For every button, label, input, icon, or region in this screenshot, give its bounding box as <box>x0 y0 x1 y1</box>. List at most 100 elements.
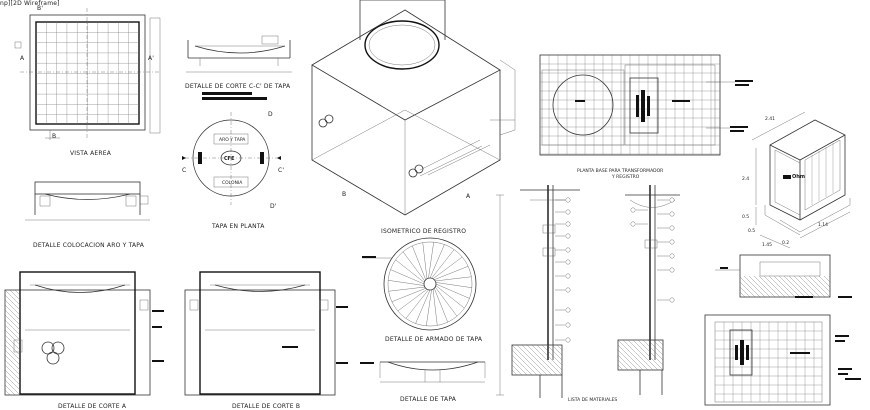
hatch-line <box>511 359 528 376</box>
spoke-line <box>388 280 425 286</box>
hatch-line <box>9 289 21 301</box>
hatch-line <box>4 359 21 376</box>
callout-bubble <box>630 221 636 227</box>
corte-a-view: DETALLE DE CORTE A <box>4 271 164 410</box>
callout-bubble <box>565 337 571 343</box>
mark-d-prime: D' <box>270 203 277 210</box>
hatch-line <box>617 354 634 371</box>
hatch-line <box>758 275 781 298</box>
spoke-line <box>390 269 425 285</box>
tapa-en-planta-view: ARO Y TAPA CFE COLONIA D C C' D' TAPA EN… <box>182 111 284 230</box>
hatch-line <box>511 369 518 376</box>
hatch-line <box>783 275 806 298</box>
callout-bubble <box>565 197 571 203</box>
hatch-line <box>813 275 831 293</box>
hatch-line <box>4 384 16 396</box>
hatch-line <box>4 354 21 371</box>
hatch-line <box>642 339 664 361</box>
isometrico-title: ISOMETRICO DE REGISTRO <box>381 228 466 235</box>
mark-b-prime: B' <box>37 5 43 12</box>
hatch-line <box>622 339 654 371</box>
spoke-line <box>435 286 458 317</box>
spoke-line <box>435 282 472 288</box>
hatch-line <box>4 334 21 351</box>
hatch-line <box>511 349 538 376</box>
callout-bubble <box>565 247 571 253</box>
base-plan-view <box>704 314 861 406</box>
spoke-line <box>405 289 429 319</box>
detalle-tapa-title: DETALLE DE TAPA <box>400 396 457 403</box>
mark-c-prime: C' <box>278 167 284 174</box>
callout-bubble <box>565 307 571 313</box>
hatch-line <box>4 304 21 321</box>
spoke-line <box>391 288 426 302</box>
hatch-line <box>4 369 21 386</box>
hatch-line <box>526 344 558 376</box>
dim-1-45: 1.45 <box>762 242 772 248</box>
hatch-line <box>748 275 771 298</box>
hatch-line <box>739 281 756 298</box>
detalle-corte-cc-view: DETALLE DE CORTE C-C' DE TAPA <box>185 35 292 100</box>
hatch-line <box>511 344 543 376</box>
hatch-line <box>743 275 766 298</box>
spoke-line <box>397 289 428 312</box>
hatch-line <box>4 389 11 396</box>
armado-tapa-view: DETALLE DE ARMADO DE TAPA <box>362 237 483 343</box>
transformer-brand: Ohm <box>792 174 805 180</box>
hatch-line <box>4 319 21 336</box>
dim-0-5b: 0.5 <box>748 228 755 234</box>
spoke-line <box>415 289 431 324</box>
hatch-line <box>14 289 21 296</box>
callout-bubble <box>669 297 675 303</box>
detalle-colocacion-title: DETALLE COLOCACION ARO Y TAPA <box>33 242 145 249</box>
callout-bubble <box>565 209 571 215</box>
corte-b-view: DETALLE DE CORTE B <box>184 271 348 410</box>
spoke-line <box>422 242 428 279</box>
spoke-line <box>388 286 425 292</box>
callout-bubble <box>669 197 675 203</box>
spoke-line <box>432 256 463 279</box>
hatch-line <box>773 275 796 298</box>
hatch-line <box>516 344 548 376</box>
hatch-line <box>4 379 21 396</box>
base-section-view <box>715 254 852 298</box>
corte-a-title: DETALLE DE CORTE A <box>58 403 127 410</box>
callout-bubble <box>565 233 571 239</box>
hatch-line <box>828 275 831 278</box>
callout-bubble <box>669 253 675 259</box>
transformer-iso-view: Ohm 2.41 2.4 0.5 1.45 0.5 1.14 0.2 <box>742 111 851 249</box>
spoke-line <box>435 276 472 282</box>
hatch-line <box>511 364 523 376</box>
pole-details-view: LISTA DE MATERIALES <box>496 185 680 403</box>
hatch-line <box>531 344 563 376</box>
mark-a-prime: A' <box>148 55 154 62</box>
hatch-line <box>632 339 664 371</box>
hatch-line <box>788 275 811 298</box>
vista-aerea-title: VISTA AEREA <box>70 150 112 157</box>
hatch-line <box>4 309 21 326</box>
hatch-line <box>637 339 664 366</box>
hatch-line <box>4 294 21 311</box>
hatch-line <box>798 275 821 298</box>
hatch-line <box>4 344 21 361</box>
hatch-line <box>546 344 563 361</box>
hatch-line <box>4 299 21 316</box>
callout-bubble <box>565 322 571 328</box>
isometrico-view: B A ISOMETRICO DE REGISTRO <box>311 0 516 235</box>
spoke-line <box>395 259 425 283</box>
dim-2-41: 2.41 <box>765 116 775 122</box>
hatch-line <box>4 314 21 331</box>
dim-0-2: 0.2 <box>782 240 789 246</box>
mark-d: D <box>268 111 273 118</box>
hatch-line <box>4 364 21 381</box>
hatch-line <box>511 354 533 376</box>
dim-1-14: 1.14 <box>818 222 828 228</box>
cfe-logo: CFE <box>224 156 235 162</box>
dim-2-4: 2.4 <box>742 176 749 182</box>
callout-bubble <box>669 211 675 217</box>
callout-bubble <box>669 239 675 245</box>
hatch-line <box>551 344 563 356</box>
hatch-line <box>4 289 21 306</box>
plate-bottom-text: COLONIA <box>222 180 243 186</box>
